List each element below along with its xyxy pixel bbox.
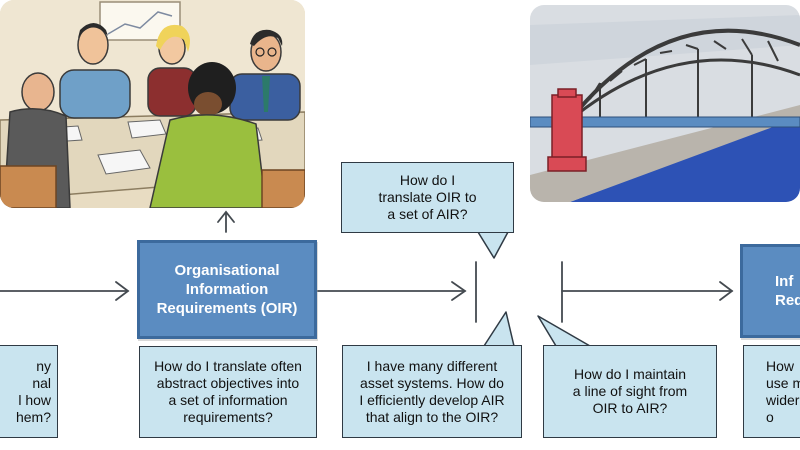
oir-box: Organisational Information Requirements …	[137, 240, 317, 339]
arrow-oir-to-divider-head	[451, 281, 467, 301]
question-line-of-sight-text: How do I maintain a line of sight from O…	[572, 366, 688, 416]
question-box-right: How use my wider o	[743, 345, 800, 438]
question-asset-text: I have many different asset systems. How…	[359, 357, 505, 425]
right-requirements-box-label: Inf Requir	[775, 273, 800, 309]
arrow-up-to-meeting-head	[217, 210, 235, 223]
meeting-illustration	[0, 0, 305, 208]
callout-top-tail	[477, 231, 509, 259]
bridge-scene-graphic	[530, 5, 800, 202]
meeting-scene-graphic	[0, 0, 305, 208]
question-box-asset-systems: I have many different asset systems. How…	[342, 345, 522, 438]
line-of-sight-tail	[537, 315, 591, 347]
question-box-line-of-sight: How do I maintain a line of sight from O…	[543, 345, 717, 438]
question-box-left: ny nal l how hem?	[0, 345, 58, 438]
question-box-oir: How do I translate often abstract object…	[139, 346, 317, 438]
question-oir-text: How do I translate often abstract object…	[154, 358, 302, 425]
right-requirements-box: Inf Requir	[740, 244, 800, 338]
asset-box-tail	[483, 311, 515, 347]
bridge-illustration	[530, 5, 800, 202]
callout-translate-oir-text: How do I translate OIR to a set of AIR?	[378, 172, 477, 222]
arrow-into-oir-head	[115, 281, 130, 301]
question-left-text: ny nal l how hem?	[15, 357, 51, 425]
callout-translate-oir: How do I translate OIR to a set of AIR?	[341, 162, 514, 233]
oir-box-label: Organisational Information Requirements …	[156, 262, 298, 317]
arrow-to-right-box-head	[719, 281, 734, 301]
question-right-text: How use my wider o	[766, 357, 800, 425]
